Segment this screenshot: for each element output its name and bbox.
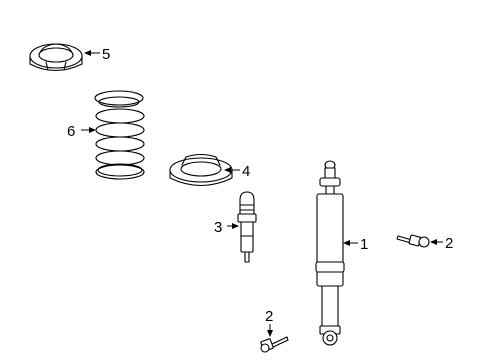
upper-bolt (396, 234, 430, 248)
callout-number: 3 (214, 219, 222, 236)
callout-number: 2 (445, 235, 453, 252)
callout-bump-stop: 3 (214, 219, 239, 236)
callout-upper-insulator: 5 (84, 46, 110, 63)
callout-number: 4 (242, 163, 250, 180)
callout-lower-insulator: 4 (224, 163, 250, 180)
bump-stop (237, 191, 257, 263)
coil-spring (94, 90, 145, 180)
upper-insulator (29, 43, 83, 72)
lower-bolt (260, 336, 289, 353)
callout-number: 5 (102, 46, 110, 63)
callout-number: 1 (360, 236, 368, 253)
callout-coil-spring: 6 (67, 123, 96, 140)
shock-absorber (315, 160, 345, 346)
callout-lower-bolt: 2 (265, 308, 273, 337)
callout-shock-absorber: 1 (343, 236, 368, 253)
callout-upper-bolt: 2 (430, 235, 453, 252)
lower-insulator (169, 153, 233, 186)
callout-number: 6 (67, 123, 75, 140)
callout-number: 2 (265, 308, 273, 325)
